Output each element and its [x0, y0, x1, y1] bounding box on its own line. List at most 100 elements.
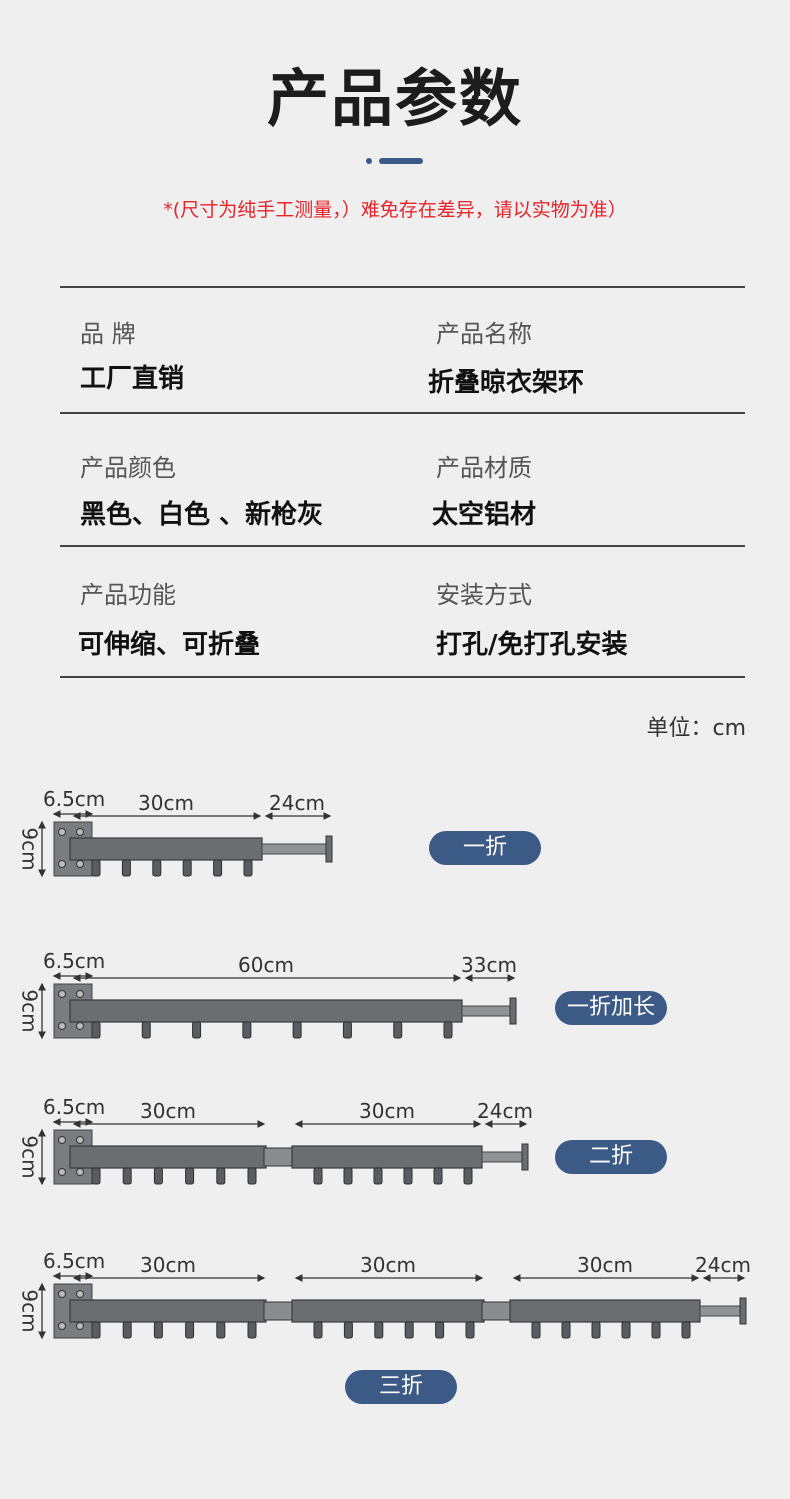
hanger-hook — [91, 1021, 101, 1039]
hanger-hook — [651, 1321, 661, 1339]
hanger-hook — [122, 1167, 132, 1185]
hanger-hook — [243, 859, 253, 877]
hanger-hook — [185, 1321, 195, 1339]
hanger-hook — [393, 1021, 403, 1039]
hanger-hook — [561, 1321, 571, 1339]
segment-dimension-label: 30cm — [140, 1253, 196, 1277]
accent-bar — [379, 158, 423, 164]
hanger-hook — [141, 1021, 151, 1039]
table-rule-top — [60, 286, 745, 288]
accent-dot — [366, 158, 372, 164]
rail-segment — [69, 1299, 267, 1323]
extension-dimension-label: 24cm — [269, 791, 325, 815]
spec-value-function: 可伸缩、可折叠 — [78, 630, 261, 660]
extension-end-cap — [521, 1143, 529, 1171]
fold-joint — [263, 1147, 295, 1167]
hanger-hook — [91, 1167, 101, 1185]
unit-label: 单位：cm — [646, 716, 746, 741]
rail-segment — [69, 1145, 267, 1169]
hanger-hook — [213, 859, 223, 877]
hanger-hook — [343, 1167, 353, 1185]
fold-joint — [481, 1301, 513, 1321]
hanger-hook — [153, 1321, 163, 1339]
hanger-hook — [463, 1167, 473, 1185]
title-accent — [366, 158, 426, 164]
plate-screw — [58, 1168, 66, 1176]
hanger-hook — [342, 1021, 352, 1039]
height-dimension-label: 9cm — [18, 827, 42, 870]
plate-screw — [76, 1322, 84, 1330]
variant-badge-two-fold: 二折 — [555, 1140, 667, 1174]
extension-rod — [481, 1151, 523, 1163]
hanger-hook — [433, 1167, 443, 1185]
hanger-hook — [465, 1321, 475, 1339]
plate-screw — [58, 1290, 66, 1298]
spec-value-brand: 工厂直销 — [80, 364, 185, 394]
hanger-hook — [373, 1167, 383, 1185]
height-dimension-label: 9cm — [18, 1135, 42, 1178]
height-dimension-label: 9cm — [18, 989, 42, 1032]
extension-end-cap — [509, 997, 517, 1025]
spec-value-product-name: 折叠晾衣架环 — [428, 368, 585, 398]
base-dimension-label: 6.5cm — [43, 787, 105, 811]
extension-rod — [261, 843, 327, 855]
plate-screw — [76, 1022, 84, 1030]
page-title: 产品参数 — [266, 62, 523, 135]
plate-screw — [76, 860, 84, 868]
plate-screw — [76, 1290, 84, 1298]
hanger-hook — [531, 1321, 541, 1339]
segment-dimension-label: 30cm — [577, 1253, 633, 1277]
base-dimension-label: 6.5cm — [43, 949, 105, 973]
plate-screw — [76, 990, 84, 998]
fold-joint — [263, 1301, 295, 1321]
hanger-hook — [91, 1321, 101, 1339]
measurement-note: *(尺寸为纯手工测量，）难免存在差异，请以实物为准） — [163, 199, 627, 221]
rail-segment — [509, 1299, 701, 1323]
plate-screw — [58, 828, 66, 836]
segment-dimension-label: 60cm — [238, 953, 294, 977]
plate-screw — [58, 1022, 66, 1030]
hanger-hook — [621, 1321, 631, 1339]
plate-screw — [58, 860, 66, 868]
hanger-hook — [374, 1321, 384, 1339]
variant-badge-three-fold: 三折 — [345, 1370, 457, 1404]
hanger-hook — [152, 859, 162, 877]
hanger-hook — [591, 1321, 601, 1339]
segment-dimension-label: 30cm — [140, 1099, 196, 1123]
hanger-hook — [292, 1021, 302, 1039]
variant-badge-one-fold-long: 一折加长 — [555, 991, 667, 1025]
extension-end-cap — [739, 1297, 747, 1325]
spec-label-material: 产品材质 — [436, 454, 532, 482]
hanger-hook — [192, 1021, 202, 1039]
extension-dimension-label: 24cm — [695, 1253, 751, 1277]
plate-screw — [58, 1136, 66, 1144]
plate-screw — [58, 1322, 66, 1330]
spec-value-installation: 打孔/免打孔安装 — [436, 630, 628, 660]
hanger-hook — [313, 1167, 323, 1185]
spec-value-material: 太空铝材 — [432, 500, 537, 530]
plate-screw — [76, 828, 84, 836]
hanger-hook — [247, 1167, 257, 1185]
table-rule-1 — [60, 412, 745, 414]
spec-label-color: 产品颜色 — [80, 454, 176, 482]
hanger-hook — [121, 859, 131, 877]
hanger-hook — [91, 859, 101, 877]
plate-screw — [76, 1136, 84, 1144]
table-rule-bottom — [60, 676, 745, 678]
extension-end-cap — [325, 835, 333, 863]
table-rule-2 — [60, 545, 745, 547]
hanger-hook — [435, 1321, 445, 1339]
extension-dimension-label: 33cm — [461, 953, 517, 977]
spec-label-function: 产品功能 — [80, 581, 176, 609]
hanger-hook — [681, 1321, 691, 1339]
spec-label-product-name: 产品名称 — [436, 320, 532, 348]
rail-segment — [291, 1145, 483, 1169]
variant-badge-one-fold: 一折 — [429, 831, 541, 865]
base-dimension-label: 6.5cm — [43, 1249, 105, 1273]
segment-dimension-label: 30cm — [359, 1099, 415, 1123]
rail-segment — [291, 1299, 485, 1323]
plate-screw — [58, 990, 66, 998]
hanger-hook — [182, 859, 192, 877]
hanger-hook — [404, 1321, 414, 1339]
